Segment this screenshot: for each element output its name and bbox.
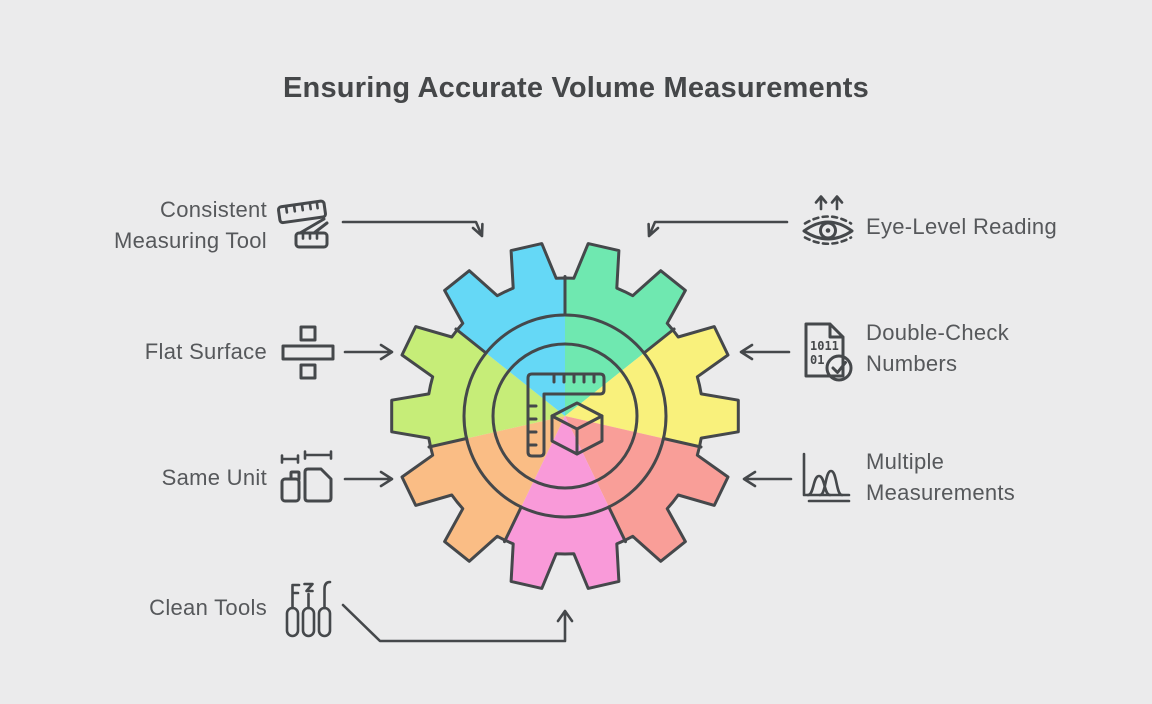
label-flat-surface: Flat Surface <box>85 336 267 367</box>
gear-segment-same-unit <box>391 416 565 589</box>
gear-inner-ring <box>462 313 668 519</box>
label-line: Numbers <box>866 351 958 376</box>
label-same-unit: Same Unit <box>85 462 267 493</box>
gear-hub-circle <box>491 342 639 490</box>
same-unit-icon <box>280 450 333 503</box>
arrow-eye-level <box>647 220 789 238</box>
gear-outline <box>390 242 740 590</box>
binary-text: 01 <box>810 353 824 367</box>
label-double-check-numbers: Double-Check Numbers <box>866 317 1106 379</box>
label-consistent-measuring-tool: Consistent Measuring Tool <box>85 194 267 256</box>
arrow-double-check <box>739 343 791 361</box>
ruler-cube-icon <box>526 372 606 458</box>
label-line: Same Unit <box>161 465 267 490</box>
gear-segment-eye-level <box>565 243 722 416</box>
page-title: Ensuring Accurate Volume Measurements <box>283 72 869 104</box>
gear <box>391 243 739 589</box>
gear-divider-line <box>607 505 627 544</box>
label-clean-tools: Clean Tools <box>85 592 267 623</box>
label-multiple-measurements: Multiple Measurements <box>866 446 1106 508</box>
label-eye-level-reading: Eye-Level Reading <box>866 211 1106 242</box>
binary-doc-check-icon: 1011 01 <box>804 322 853 382</box>
label-line: Measuring Tool <box>114 228 267 253</box>
arrow-consistent-tool <box>341 220 484 238</box>
gear-divider-line <box>503 505 523 544</box>
clean-tools-icon <box>285 580 332 638</box>
label-line: Consistent <box>160 197 267 222</box>
bell-curves-icon <box>802 452 851 503</box>
gear-divider-line <box>454 327 488 355</box>
label-line: Measurements <box>866 480 1016 505</box>
gear-divider-line <box>642 327 676 355</box>
gear-divider-line <box>662 437 703 449</box>
label-line: Double-Check <box>866 320 1010 345</box>
tape-measure-icon <box>276 199 329 249</box>
flat-surface-icon <box>281 325 335 380</box>
label-line: Eye-Level Reading <box>866 214 1057 239</box>
arrow-clean-tools <box>341 603 574 643</box>
arrow-multiple-measurements <box>742 470 793 488</box>
arrow-flat-surface <box>343 343 394 361</box>
label-line: Clean Tools <box>149 595 267 620</box>
gear-segment-multiple-measurements <box>565 416 739 589</box>
gear-segment-consistent-tool <box>408 243 565 416</box>
label-line: Multiple <box>866 449 945 474</box>
eye-level-icon <box>802 195 854 246</box>
gear-divider-line <box>427 437 468 449</box>
arrow-same-unit <box>343 470 394 488</box>
connector-arrows <box>341 220 793 643</box>
binary-text: 1011 <box>810 339 839 353</box>
gear-dividers <box>427 275 703 544</box>
label-line: Flat Surface <box>144 339 267 364</box>
